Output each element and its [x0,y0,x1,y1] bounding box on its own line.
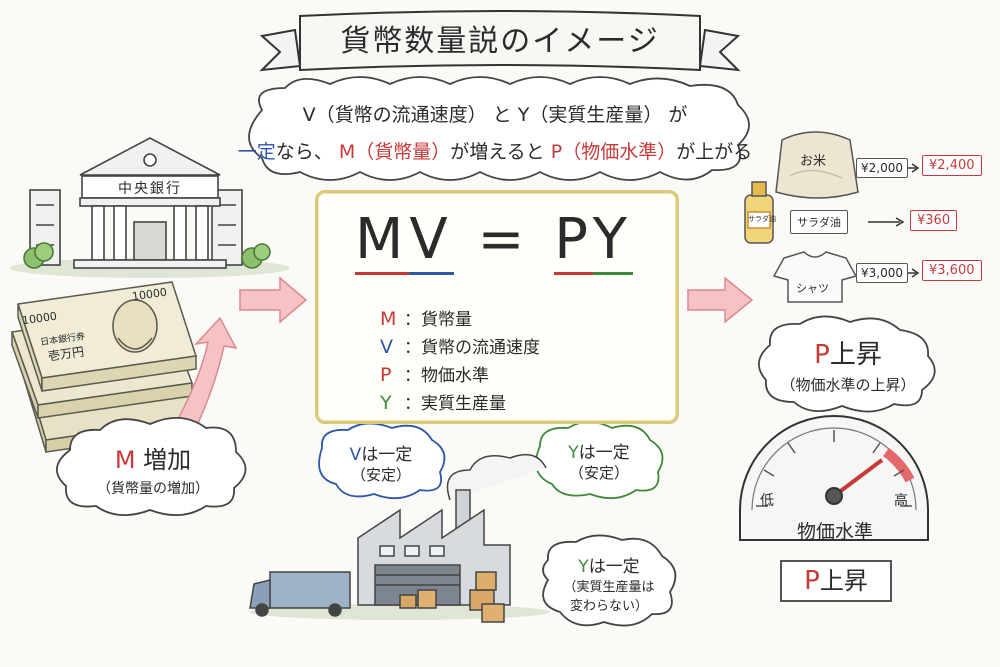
equation: MV = PY [315,205,673,275]
top-note-line2: 一定なら、 M（貨幣量）が増えると P（物価水準）が上がる [237,141,753,163]
y-factory-line1: Yは一定 [578,557,640,577]
eq-m: M [355,207,410,275]
oil-new-price: ¥360 [910,210,958,231]
page-title: 貨幣数量説のイメージ [340,24,660,59]
top-note-cloud [248,76,750,181]
rice-old-price: ¥2,000 [856,158,908,178]
p-rise-title: P上昇 [814,340,882,370]
money-stack [10,281,200,453]
y-constant-line2: （安定） [568,464,629,482]
price-level-gauge [739,415,929,541]
eq-v: V [409,207,454,275]
y-constant-factory-cloud [542,534,677,627]
y-constant-line1: Yは一定 [568,443,630,463]
arrows [170,276,754,442]
p-definition: P（物価水準） [550,141,677,163]
gauge-high-label: 高 [894,493,908,509]
shirt-new-price: ¥3,600 [922,260,982,281]
shirt-old-price: ¥3,000 [856,263,908,283]
gauge-needle [832,458,884,498]
gauge-rise-box: P上昇 [780,560,892,602]
eq-equals: = [477,207,531,272]
central-bank-building [10,137,290,278]
rice-new-price: ¥2,400 [922,155,982,176]
legend-v: V：貨幣の流通速度 [380,336,540,358]
constant-text: 一定 [237,141,276,163]
m-increase-title: M 増加 [114,446,192,474]
rice-bag-icon [775,131,859,199]
equation-board [315,190,679,424]
v-constant-line1: Vは一定 [349,445,413,465]
p-rise-cloud [758,315,936,413]
y-factory-line3: 変わらない） [569,599,648,614]
legend-m: M：貨幣量 [380,308,472,330]
legend-p: P：物価水準 [380,364,489,386]
oil-label: サラダ油 [790,210,848,234]
top-note-line1: V（貨幣の流通速度） と Y（実質生産量） が [302,104,688,126]
oil-bottle-label: サラダ油 [748,215,776,223]
p-rise-subtitle: （物価水準の上昇） [780,376,916,394]
m-increase-subtitle: （貨幣量の増加） [97,481,209,497]
m-definition: M（貨幣量） [338,141,451,163]
arrow-to-equation [239,276,308,324]
gauge-label: 物価水準 [796,521,873,543]
gauge-low-label: 低 [760,493,774,509]
v-constant-cloud [318,422,446,500]
factory [249,453,550,623]
v-definition: V（貨幣の流通速度） [302,104,487,126]
title-banner [259,10,741,72]
arrow-money-up [170,316,238,442]
arrow-from-equation [687,276,754,324]
rice-label: お米 [800,154,827,169]
y-definition: Y（実質生産量） [517,104,663,126]
m-increase-cloud [56,417,247,516]
eq-y: Y [592,207,633,275]
legend-y: Y：実質生産量 [380,392,506,414]
bank-sign: 中央銀行 [118,181,182,197]
y-factory-line2: （実質生産量は [563,580,655,595]
shirt-label: シャツ [796,282,829,295]
shirt-icon [772,251,858,303]
product-illustrations [744,131,920,303]
eq-p: P [554,207,593,275]
v-constant-line2: （安定） [350,466,411,484]
